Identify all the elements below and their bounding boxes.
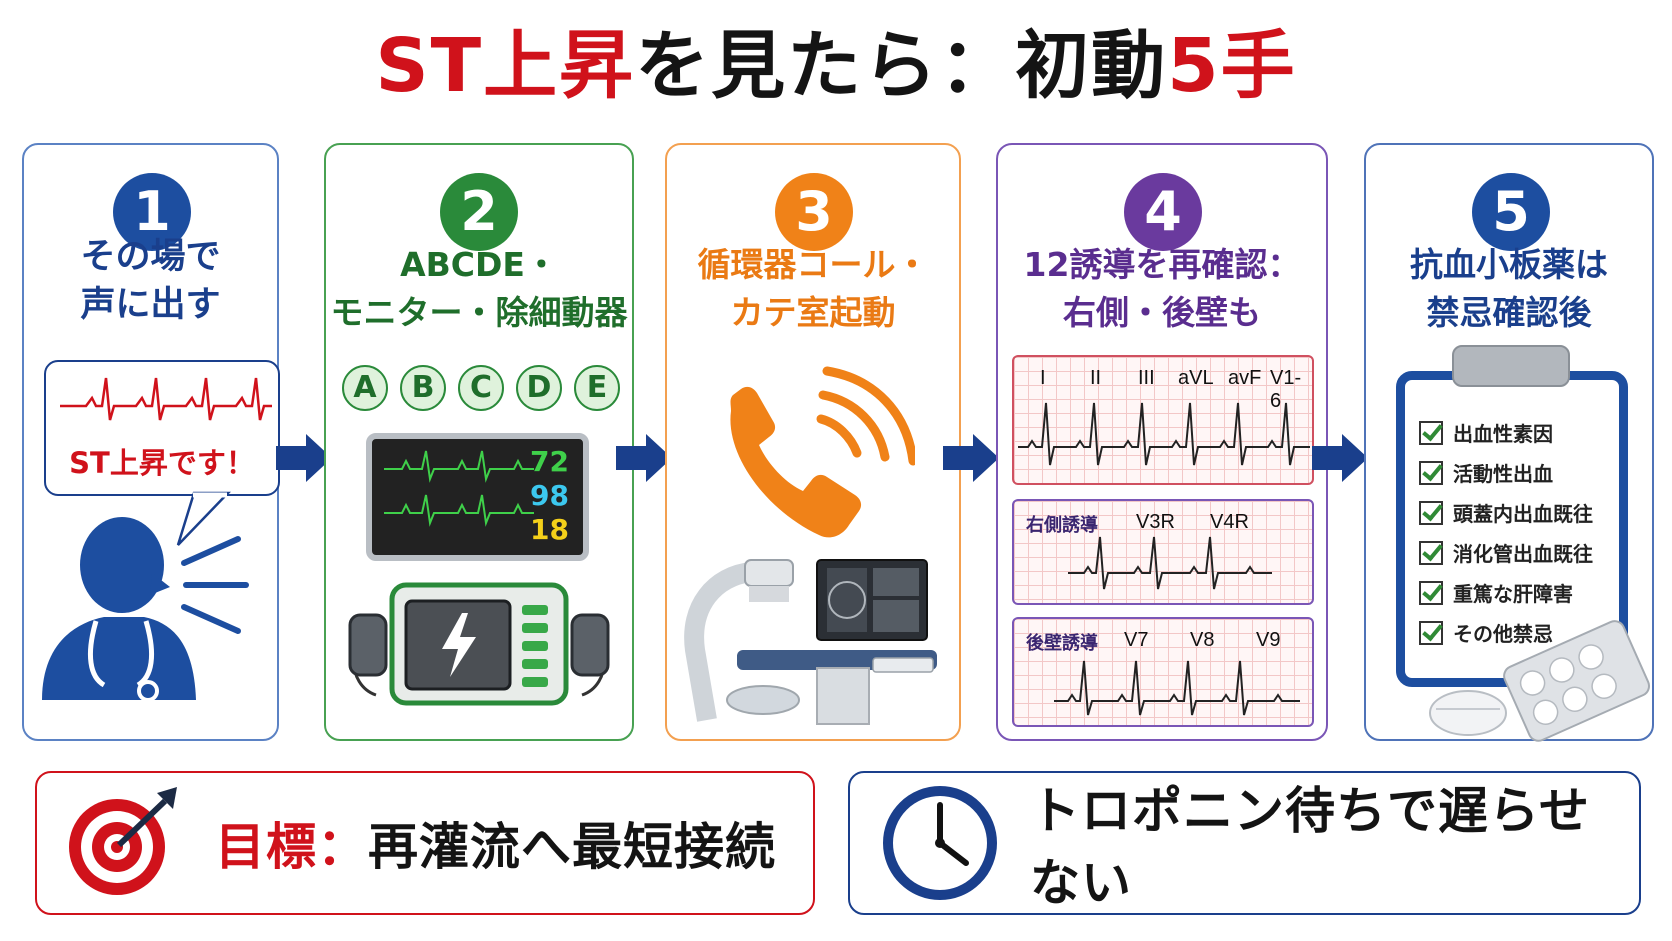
lead-avf: avF <box>1228 367 1262 389</box>
page-title: ST上昇を見たら：初動5手 <box>0 18 1672 114</box>
checklist-item: 消化管出血既往 <box>1419 538 1593 567</box>
lead-v7: V7 <box>1124 629 1149 651</box>
ecg-post-panel: 後壁誘導 V7 V8 V9 <box>1012 617 1314 727</box>
lead-ii: II <box>1090 367 1102 389</box>
step-card-5: 5 抗血小板薬は 禁忌確認後 出血性素因 活動性出血 頭蓋内出血既往 消化管出血… <box>1364 143 1654 742</box>
check-icon <box>1419 540 1443 565</box>
lead-i: I <box>1040 367 1046 389</box>
lead-iii: III <box>1138 367 1155 389</box>
letter-c: C <box>458 365 504 411</box>
step-4-line2: 右側・後壁も <box>1063 293 1261 332</box>
step-3-line2: カテ室起動 <box>730 293 896 332</box>
letter-a: A <box>342 365 388 411</box>
arrow-right-icon <box>943 434 999 482</box>
cath-lab-icon <box>684 559 937 725</box>
checklist-item: 出血性素因 <box>1419 418 1553 447</box>
warning-box: トロポニン待ちで遅らせない <box>848 771 1641 915</box>
step-badge-1: 1 <box>113 173 191 251</box>
step-heading-5: 抗血小板薬は 禁忌確認後 <box>1366 241 1652 337</box>
checklist-item: 頭蓋内出血既往 <box>1419 498 1593 527</box>
step-heading-1: その場で 声に出す <box>24 233 277 329</box>
ecg-right-panel: 右側誘導 V3R V4R <box>1012 499 1314 605</box>
step-5-line1: 抗血小板薬は <box>1410 245 1608 284</box>
monitor-icon: 72 98 18 <box>366 433 589 561</box>
letter-d: D <box>516 365 562 411</box>
checklist-item: 重篤な肝障害 <box>1419 578 1573 607</box>
title-part-middle: を見たら：初動 <box>635 23 1168 109</box>
ecg-icon <box>1054 660 1300 716</box>
bubble-tail <box>176 491 231 546</box>
goal-label: 目標： <box>215 818 368 876</box>
step-card-3: 3 循環器コール・ カテ室起動 <box>665 143 961 741</box>
checklist-item: その他禁忌 <box>1419 618 1553 647</box>
goal-text: 再灌流へ最短接続 <box>368 818 776 876</box>
step-badge-5: 5 <box>1472 173 1550 251</box>
ecg-icon <box>1018 402 1310 466</box>
step-card-2: 2 ABCDE・ モニター・除細動器 A B C D E 72 98 18 <box>324 143 634 741</box>
step-card-1: 1 その場で 声に出す ST上昇です！ <box>22 143 280 741</box>
ecg-icon <box>1068 536 1272 590</box>
goal-text-wrap: 目標：再灌流へ最短接続 <box>215 773 776 913</box>
check-icon <box>1419 500 1443 525</box>
defibrillator-icon <box>348 582 610 706</box>
phone-icon <box>730 366 915 538</box>
target-icon <box>69 787 177 895</box>
step-2-line2: モニター・除細動器 <box>330 293 628 332</box>
vital-rr: 18 <box>530 513 569 546</box>
checklist-item: 活動性出血 <box>1419 458 1553 487</box>
lead-v1-6: V1-6 <box>1270 367 1302 412</box>
lead-v9: V9 <box>1256 629 1281 651</box>
lead-v3r: V3R <box>1136 511 1175 533</box>
step-heading-3: 循環器コール・ カテ室起動 <box>667 241 959 337</box>
check-icon <box>1419 460 1443 485</box>
post-lead-label: 後壁誘導 <box>1026 633 1098 654</box>
lead-v4r: V4R <box>1210 511 1249 533</box>
step-1-line1: その場で <box>80 237 221 277</box>
step-badge-3: 3 <box>775 173 853 251</box>
ecg-trace-icon <box>60 377 272 421</box>
step-card-4: 4 12誘導を再確認： 右側・後壁も I II III aVL avF V1-6… <box>996 143 1328 741</box>
vital-spo2: 98 <box>530 479 569 512</box>
step-3-line1: 循環器コール・ <box>697 245 929 284</box>
lead-avl: aVL <box>1178 367 1214 389</box>
doctor-icon <box>42 517 249 702</box>
speech-bubble-icon: ST上昇です！ <box>44 360 280 496</box>
lead-v8: V8 <box>1190 629 1215 651</box>
right-lead-label: 右側誘導 <box>1026 515 1098 536</box>
check-icon <box>1419 620 1443 645</box>
goal-box: 目標：再灌流へ最短接続 <box>35 771 815 915</box>
title-part-st: ST上昇 <box>375 23 636 109</box>
clock-icon <box>883 786 997 900</box>
step-2-line1: ABCDE・ <box>400 245 558 284</box>
step-5-line2: 禁忌確認後 <box>1426 293 1592 332</box>
letter-b: B <box>400 365 446 411</box>
step-badge-4: 4 <box>1124 173 1202 251</box>
warning-text: トロポニン待ちで遅らせない <box>1030 782 1590 912</box>
vital-hr: 72 <box>530 445 569 478</box>
step-heading-4: 12誘導を再確認： 右側・後壁も <box>998 241 1326 337</box>
bubble-text: ST上昇です！ <box>69 446 255 480</box>
step-heading-2: ABCDE・ モニター・除細動器 <box>326 241 632 337</box>
monitor-traces <box>384 450 534 527</box>
check-icon <box>1419 420 1443 445</box>
pill-icon <box>1429 620 1651 742</box>
step-1-line2: 声に出す <box>80 285 221 325</box>
step-4-line1: 12誘導を再確認： <box>1023 245 1301 284</box>
ecg-main-panel: I II III aVL avF V1-6 <box>1012 355 1314 485</box>
step-badge-2: 2 <box>440 173 518 251</box>
letter-e: E <box>574 365 620 411</box>
arrow-right-icon <box>1312 434 1368 482</box>
title-part-five: 5手 <box>1167 23 1297 109</box>
clipboard-clip <box>1452 345 1570 387</box>
check-icon <box>1419 580 1443 605</box>
